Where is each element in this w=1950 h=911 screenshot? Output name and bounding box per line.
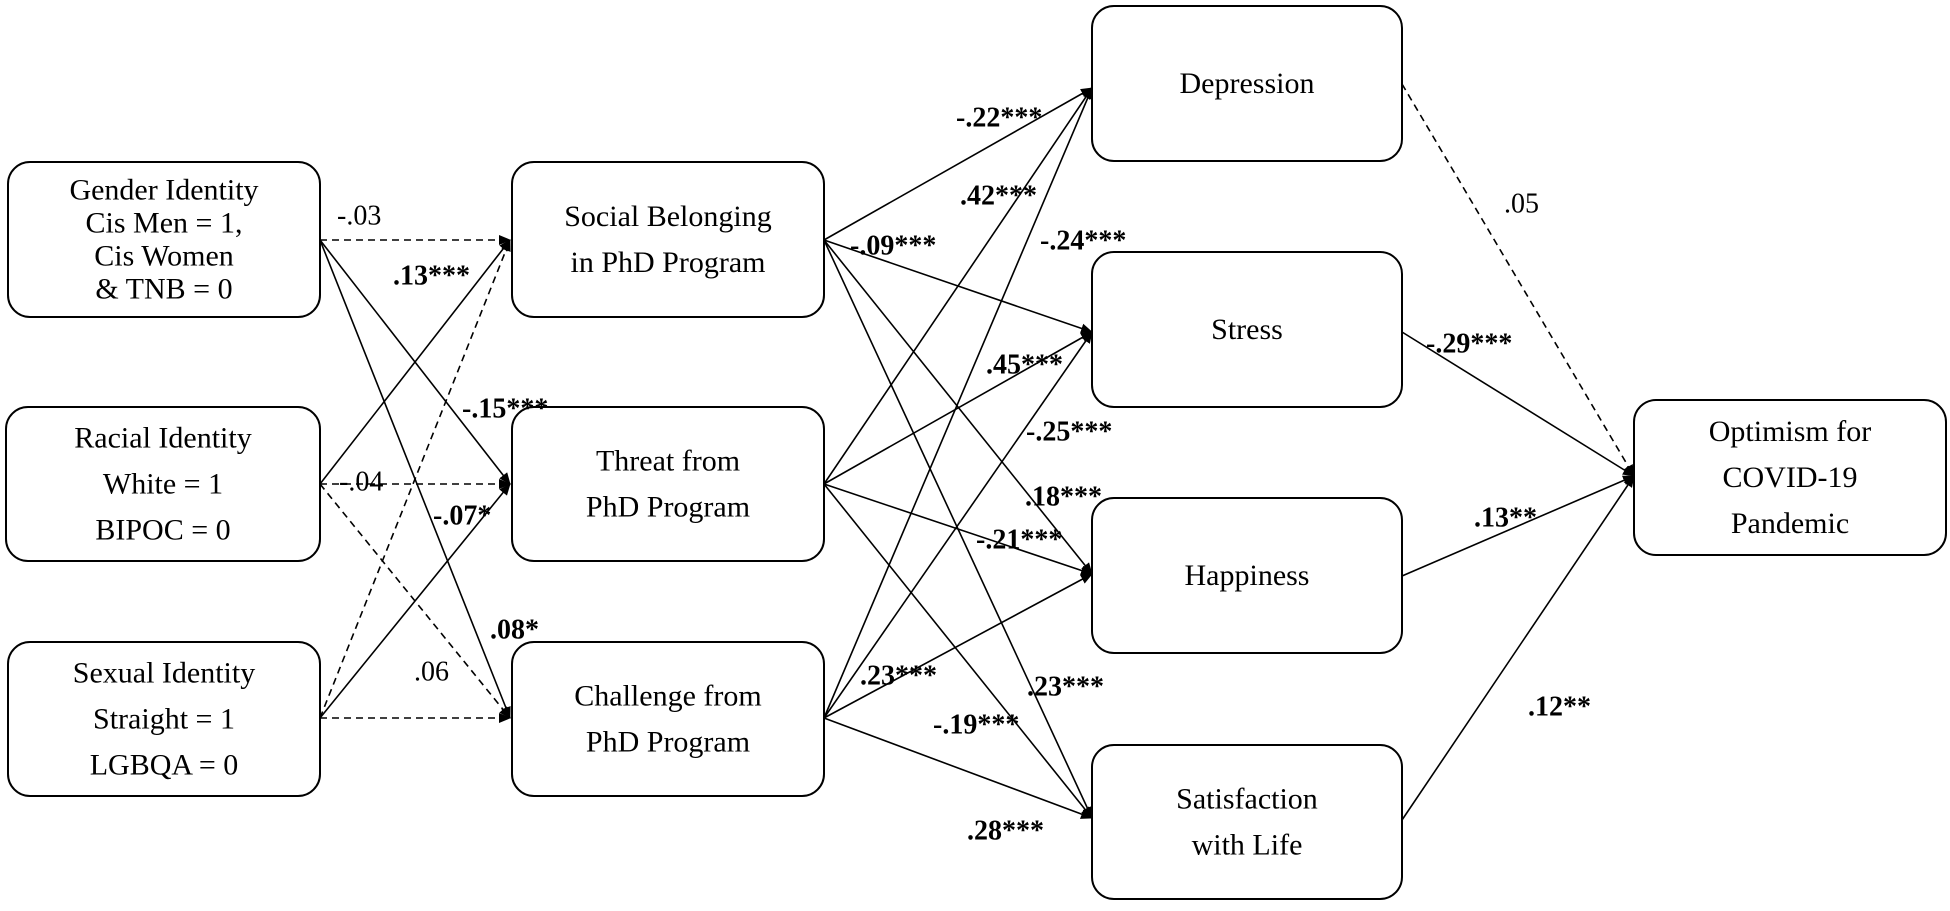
- node-box-stress: [1091, 251, 1403, 408]
- node-box-satisfaction: [1091, 744, 1403, 900]
- edge-challenge-to-satisfaction: [823, 717, 1093, 819]
- node-text-belonging-1: in PhD Program: [571, 246, 766, 279]
- edge-belonging-to-depression: [823, 87, 1093, 241]
- node-depression: Depression: [1091, 5, 1403, 162]
- node-text-sexual-1: Straight = 1: [93, 703, 235, 736]
- node-text-satisfaction-1: with Life: [1192, 829, 1303, 862]
- edge-label-racial-to-belonging: .13***: [393, 261, 470, 292]
- node-text-challenge-0: Challenge from: [574, 680, 761, 713]
- edge-label-belonging-to-depression: -.22***: [956, 103, 1042, 134]
- edge-label-racial-to-threat: -.04: [339, 467, 383, 498]
- node-text-gender-3: & TNB = 0: [95, 273, 232, 306]
- edge-label-threat-to-depression: .42***: [960, 181, 1037, 212]
- edge-label-belonging-to-stress: -.09***: [850, 231, 936, 262]
- node-text-racial-1: White = 1: [103, 468, 223, 501]
- node-happiness: Happiness: [1091, 497, 1403, 654]
- edge-threat-to-depression: [823, 87, 1093, 485]
- node-text-racial-0: Racial Identity: [74, 422, 251, 455]
- edge-label-challenge-to-depression: -.24***: [1040, 226, 1126, 257]
- node-text-gender-2: Cis Women: [94, 240, 234, 273]
- edge-label-stress-to-optimism: -.29***: [1426, 329, 1512, 360]
- node-text-gender-0: Gender Identity: [69, 174, 258, 207]
- edge-challenge-to-happiness: [823, 573, 1093, 719]
- edge-racial-to-belonging: [319, 239, 511, 485]
- edge-label-challenge-to-happiness: .23***: [860, 661, 937, 692]
- label-layer: -.03 -.15*** .08* .13*** -.04 .06 -.07* -.22***…: [337, 103, 1591, 847]
- edge-threat-to-stress: [823, 331, 1093, 485]
- edge-label-challenge-to-satisfaction: .28***: [967, 816, 1044, 847]
- edge-threat-to-satisfaction: [823, 483, 1093, 819]
- node-text-belonging-0: Social Belonging: [564, 200, 771, 233]
- node-text-threat-0: Threat from: [596, 445, 740, 478]
- node-text-racial-2: BIPOC = 0: [95, 514, 230, 547]
- node-box-belonging: [511, 161, 825, 318]
- node-satisfaction: Satisfaction with Life: [1091, 744, 1403, 900]
- edge-depression-to-optimism: [1401, 83, 1635, 477]
- edge-label-threat-to-stress: .45***: [986, 350, 1063, 381]
- node-text-gender-1: Cis Men = 1,: [86, 207, 243, 240]
- node-text-optimism-2: Pandemic: [1731, 507, 1849, 540]
- edge-sexual-to-belonging: [319, 239, 511, 719]
- node-box-threat: [511, 406, 825, 562]
- node-text-happiness-0: Happiness: [1185, 559, 1310, 592]
- node-box-depression: [1091, 5, 1403, 162]
- edge-sexual-to-threat: [319, 483, 511, 719]
- edge-label-depression-to-optimism: .05: [1504, 189, 1539, 220]
- node-box-gender: [7, 161, 321, 318]
- edge-label-threat-to-happiness: -.21***: [976, 525, 1062, 556]
- node-text-sexual-0: Sexual Identity: [73, 657, 255, 690]
- edge-label-belonging-to-happiness: .18***: [1025, 482, 1102, 513]
- edge-satisfaction-to-optimism: [1401, 475, 1635, 821]
- node-text-optimism-1: COVID-19: [1723, 461, 1858, 494]
- node-stress: Stress: [1091, 251, 1403, 408]
- node-box-optimism: [1633, 399, 1947, 556]
- node-text-threat-1: PhD Program: [586, 491, 750, 524]
- node-text-challenge-1: PhD Program: [586, 726, 750, 759]
- node-box-racial: [5, 406, 321, 562]
- edge-label-gender-to-belonging: -.03: [337, 201, 381, 232]
- node-belonging: Social Belonging in PhD Program: [511, 161, 825, 318]
- node-box-happiness: [1091, 497, 1403, 654]
- edge-label-threat-to-satisfaction: -.19***: [933, 710, 1019, 741]
- edge-label-challenge-to-stress: -.25***: [1026, 417, 1112, 448]
- edge-stress-to-optimism: [1401, 331, 1635, 477]
- edge-label-sexual-to-threat: -.07*: [433, 501, 491, 532]
- edge-belonging-to-happiness: [823, 239, 1093, 575]
- edge-label-gender-to-challenge: .08*: [490, 615, 539, 646]
- edge-happiness-to-optimism: [1401, 475, 1635, 577]
- edge-challenge-to-stress: [823, 331, 1093, 719]
- edge-label-happiness-to-optimism: .13**: [1474, 503, 1537, 534]
- edge-label-racial-to-challenge: .06: [414, 657, 449, 688]
- edge-layer: [319, 83, 1635, 821]
- edge-threat-to-happiness: [823, 483, 1093, 576]
- node-text-depression-0: Depression: [1180, 67, 1315, 100]
- node-text-optimism-0: Optimism for: [1709, 415, 1872, 448]
- node-box-challenge: [511, 641, 825, 797]
- node-text-satisfaction-0: Satisfaction: [1176, 783, 1318, 816]
- node-box-sexual: [7, 641, 321, 797]
- edge-label-gender-to-threat: -.15***: [462, 394, 548, 425]
- edge-challenge-to-depression: [823, 87, 1093, 719]
- node-text-stress-0: Stress: [1211, 313, 1283, 346]
- node-text-sexual-2: LGBQA = 0: [90, 749, 239, 782]
- edge-label-satisfaction-to-optimism: .12**: [1528, 692, 1591, 723]
- edge-label-belonging-to-satisfaction: .23***: [1027, 672, 1104, 703]
